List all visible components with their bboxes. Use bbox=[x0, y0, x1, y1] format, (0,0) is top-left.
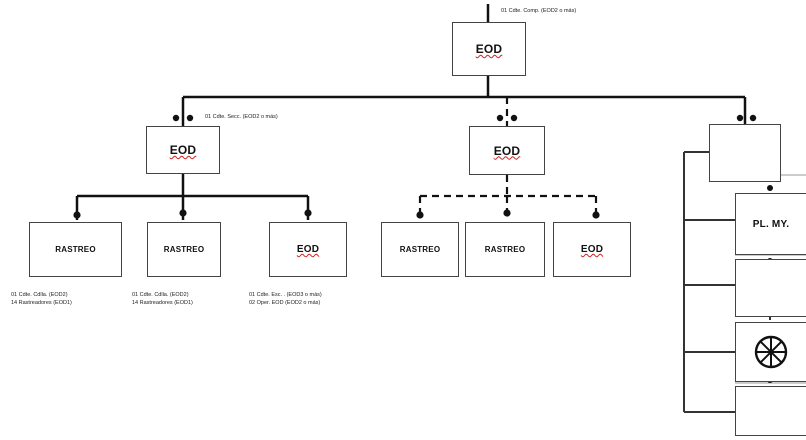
rastreo-label: RASTREO bbox=[163, 245, 205, 254]
wheel-icon bbox=[754, 335, 788, 369]
top-eod-box: EOD bbox=[452, 22, 526, 76]
note-line: 01 Cdte. Cdlla. (EOD2) bbox=[132, 292, 189, 298]
rastreo-label: RASTREO bbox=[484, 245, 526, 254]
right-unit-wheel bbox=[735, 322, 806, 382]
left-child-rastreo-2: RASTREO bbox=[147, 222, 221, 277]
left-child-1-notes: 01 Cdte. Cdlla. (EOD2) 14 Rastreadores (… bbox=[11, 291, 72, 307]
middle-child-rastreo-2: RASTREO bbox=[465, 222, 545, 277]
pl-my-label: PL. MY. bbox=[752, 218, 790, 230]
top-eod-note: 01 Cdte. Comp. (EOD2 o más) bbox=[501, 8, 577, 14]
middle-child-rastreo-1: RASTREO bbox=[381, 222, 459, 277]
middle-child-eod: EOD bbox=[553, 222, 631, 277]
rastreo-label: RASTREO bbox=[55, 245, 96, 254]
left-child-2-notes: 01 Cdte. Cdlla. (EOD2) 14 Rastreadores (… bbox=[132, 291, 193, 307]
left-child-eod: EOD bbox=[269, 222, 347, 277]
left-eod-label: EOD bbox=[169, 143, 197, 157]
left-child-rastreo-1: RASTREO bbox=[29, 222, 122, 277]
middle-eod-label: EOD bbox=[493, 143, 521, 158]
note-line: 14 Rastreadores (EOD1) bbox=[11, 300, 72, 306]
left-eod-box: EOD bbox=[146, 126, 220, 174]
note-line: 01 Cdte. Esc. . (EOD3 o más) bbox=[249, 292, 322, 298]
top-eod-label: EOD bbox=[475, 42, 503, 56]
eod-label: EOD bbox=[580, 244, 604, 255]
right-unit-3 bbox=[735, 259, 806, 317]
eod-label: EOD bbox=[296, 244, 320, 255]
middle-eod-box: EOD bbox=[469, 126, 545, 175]
right-unit-pl-my: PL. MY. bbox=[735, 193, 806, 255]
rastreo-label: RASTREO bbox=[399, 245, 441, 254]
note-line: 02 Oper. EOD (EOD2 o más) bbox=[249, 300, 321, 306]
left-eod-note: 01 Cdte. Secc. (EOD2 o más) bbox=[205, 114, 278, 120]
right-unit-top bbox=[709, 124, 781, 182]
note-line: 14 Rastreadores (EOD1) bbox=[132, 300, 193, 306]
right-unit-bottom bbox=[735, 386, 806, 436]
left-child-3-notes: 01 Cdte. Esc. . (EOD3 o más) 02 Oper. EO… bbox=[249, 291, 322, 307]
note-line: 01 Cdte. Cdlla. (EOD2) bbox=[11, 292, 68, 298]
